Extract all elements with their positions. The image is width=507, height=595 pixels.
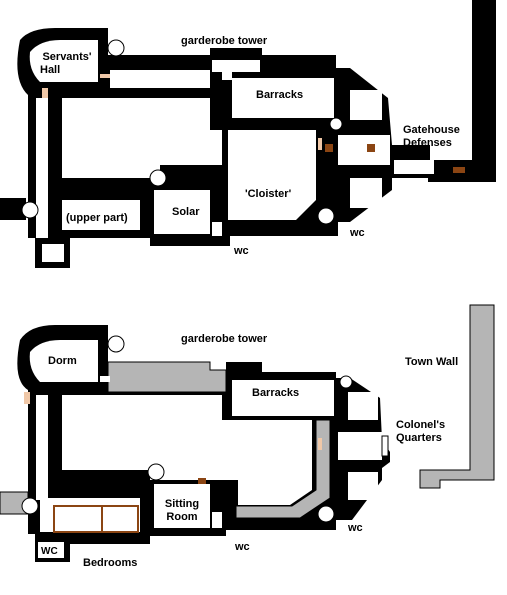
label-barracks-upper: Barracks (256, 89, 304, 101)
label-wc-lower-b: wc (235, 541, 250, 553)
stair-lower-3 (21, 497, 39, 515)
cloister-floor (228, 130, 316, 220)
town-wall-lower (419, 304, 495, 489)
doorway-upper-1 (100, 74, 110, 78)
wc-room-lower-floor (38, 542, 64, 558)
gatehouse-passage-upper (338, 135, 390, 165)
lower-doorway-2 (318, 438, 322, 450)
label-bedrooms: Bedrooms (83, 557, 138, 569)
inner-wallwalk (235, 419, 331, 519)
sw-turret-floor (42, 244, 64, 262)
doorway-upper-3 (42, 88, 48, 98)
doorway-upper-2 (318, 138, 322, 150)
label-servants-hall-line2: Hall (40, 64, 61, 76)
label-colonels-line2: Quarters (396, 432, 442, 444)
label-gatehouse-defenses: Gatehouse Defenses (403, 124, 460, 150)
stair-upper-4 (317, 207, 335, 225)
label-servants-hall: Servants' Hall (40, 51, 94, 77)
stair-upper-5 (329, 117, 343, 131)
dorm-passage (100, 376, 110, 382)
furniture-upper-1 (325, 144, 333, 152)
label-wc-upper-b: wc (234, 245, 249, 257)
wc-passage-lower (212, 512, 222, 528)
label-sitting-line1: Sitting (164, 498, 200, 510)
lower-floor-plan (0, 304, 495, 562)
table-lower (198, 478, 206, 484)
barracks-floor-lower (232, 380, 334, 416)
gatehouse-tower-floor (350, 90, 382, 120)
label-wc-upper-a: wc (350, 227, 365, 239)
stair-lower-4 (317, 505, 335, 523)
label-servants-hall-line1: Servants' (42, 51, 92, 63)
furniture-upper-3 (453, 167, 465, 173)
solar-floor (154, 190, 210, 234)
gallery-floor-upper-2 (222, 70, 232, 80)
hall-void-lower (62, 395, 312, 505)
label-sitting-room: Sitting Room (160, 498, 204, 524)
west-corridor-lower (36, 395, 48, 500)
upper-part-floor (62, 200, 140, 230)
servants-hall-floor (29, 40, 98, 82)
label-colonels-line1: Colonel's (396, 419, 446, 431)
gallery-floor-upper (110, 70, 210, 88)
garderobe-floor (212, 60, 260, 72)
label-colonels-quarters: Colonel's Quarters (396, 419, 445, 445)
stair-upper-1 (107, 39, 125, 57)
colonels-hearth (381, 435, 389, 457)
barracks-floor-upper (232, 78, 334, 118)
label-gatehouse-line1: Gatehouse (403, 124, 460, 136)
west-wall-stub-upper (0, 198, 26, 220)
sitting-room-floor (154, 484, 210, 528)
furniture-upper-2 (367, 144, 375, 152)
bedrooms-floor (40, 498, 140, 532)
colonels-tower-floor (348, 392, 378, 420)
label-upper-part: (upper part) (66, 212, 128, 224)
label-solar: Solar (172, 206, 200, 218)
stair-lower-1 (107, 335, 125, 353)
label-barracks-lower: Barracks (252, 387, 300, 399)
label-dorm: Dorm (48, 355, 77, 367)
label-gatehouse-line2: Defenses (403, 137, 452, 149)
gatehouse-chamber-upper (394, 160, 434, 174)
stair-lower-2 (147, 463, 165, 481)
label-cloister: 'Cloister' (245, 188, 292, 200)
stair-upper-2 (149, 169, 167, 187)
label-wc-lower-a: wc (348, 522, 363, 534)
upper-floor-plan (0, 0, 496, 268)
stair-upper-3 (21, 201, 39, 219)
label-wc-room: WC (41, 546, 58, 557)
label-town-wall: Town Wall (405, 356, 459, 368)
north-wallwalk (107, 361, 227, 393)
great-hall-floor (62, 98, 222, 178)
dorm-floor (29, 340, 98, 382)
town-wall-upper (472, 0, 496, 182)
gatehouse-tower-floor-2 (350, 178, 382, 208)
label-sitting-line2: Room (166, 511, 198, 523)
stair-lower-5 (339, 375, 353, 389)
label-garderobe-tower-upper: garderobe tower (181, 35, 268, 47)
colonels-passage (338, 432, 382, 460)
west-corridor-upper (36, 98, 48, 238)
wc-passage-upper (212, 222, 222, 236)
label-garderobe-tower-lower: garderobe tower (181, 333, 268, 345)
lower-doorway-1 (24, 392, 30, 404)
bedroom-divider-frame (53, 505, 139, 533)
colonels-tower-floor-2 (348, 472, 378, 500)
